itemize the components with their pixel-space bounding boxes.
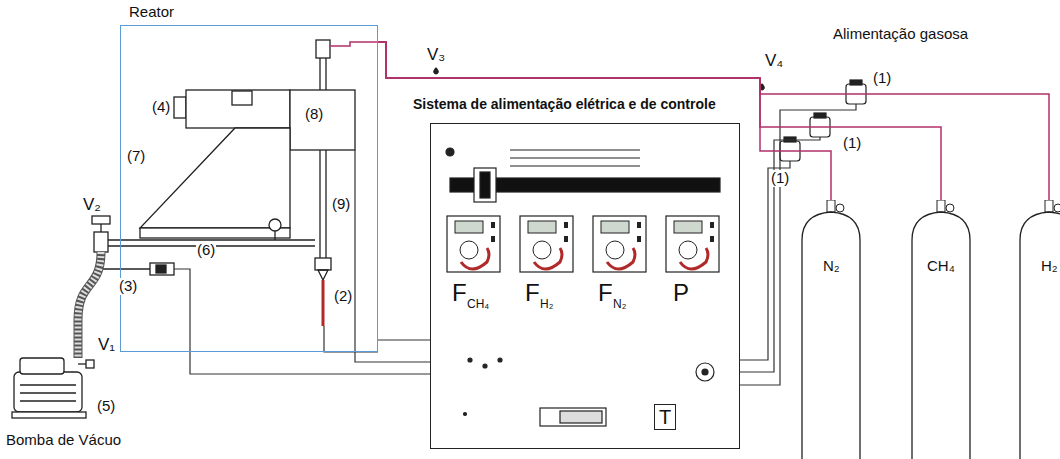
cylinder-outline bbox=[1018, 200, 1060, 459]
valve-label: V₃ bbox=[426, 46, 446, 65]
cylinder-outline bbox=[910, 200, 972, 459]
cylinder-outline bbox=[800, 200, 862, 459]
gas-name: H₂ bbox=[1041, 258, 1058, 275]
meter-subscript: CH₄ bbox=[466, 298, 490, 311]
callout-number: (1) bbox=[872, 70, 892, 87]
gas-line bbox=[378, 42, 1049, 200]
gas-cylinder: CH₄ bbox=[910, 200, 972, 459]
meter-label: F bbox=[524, 280, 541, 306]
callout-number: (2) bbox=[333, 288, 353, 305]
callout-number: (4) bbox=[151, 99, 171, 116]
callout-number: (3) bbox=[118, 278, 138, 295]
control-panel: Sistema de alimentação elétrica e de con… bbox=[430, 123, 740, 449]
callout-number: (1) bbox=[842, 135, 862, 152]
meter-subscript: N₂ bbox=[612, 298, 627, 311]
meter-label: F bbox=[451, 280, 468, 306]
gas-cylinder: N₂ bbox=[800, 200, 862, 459]
signal-wire bbox=[378, 339, 430, 340]
section-label: Bomba de Vácuo bbox=[5, 432, 122, 449]
callout-number: (1) bbox=[770, 170, 790, 187]
region-title: Reator bbox=[129, 4, 174, 21]
callout-number: (9) bbox=[331, 196, 351, 213]
callout-number: (5) bbox=[96, 398, 116, 415]
display-label: T bbox=[654, 404, 676, 430]
callout-number: (6) bbox=[196, 242, 216, 259]
region-title: Sistema de alimentação elétrica e de con… bbox=[413, 97, 716, 112]
valve-label: V₂ bbox=[82, 196, 102, 215]
section-label: Alimentação gasosa bbox=[832, 26, 969, 43]
valve-label: V₄ bbox=[764, 52, 784, 71]
gas-name: CH₄ bbox=[927, 258, 955, 275]
gas-cylinder: H₂ bbox=[1018, 200, 1060, 459]
meter-label: P bbox=[672, 280, 690, 306]
gas-name: N₂ bbox=[823, 258, 840, 275]
meter-label: F bbox=[597, 280, 614, 306]
callout-number: (7) bbox=[126, 148, 146, 165]
meter-subscript: H₂ bbox=[539, 298, 554, 311]
gas-line bbox=[378, 42, 941, 200]
gas-line bbox=[378, 42, 831, 200]
valve-label: V₁ bbox=[97, 336, 116, 355]
callout-number: (8) bbox=[304, 106, 324, 123]
